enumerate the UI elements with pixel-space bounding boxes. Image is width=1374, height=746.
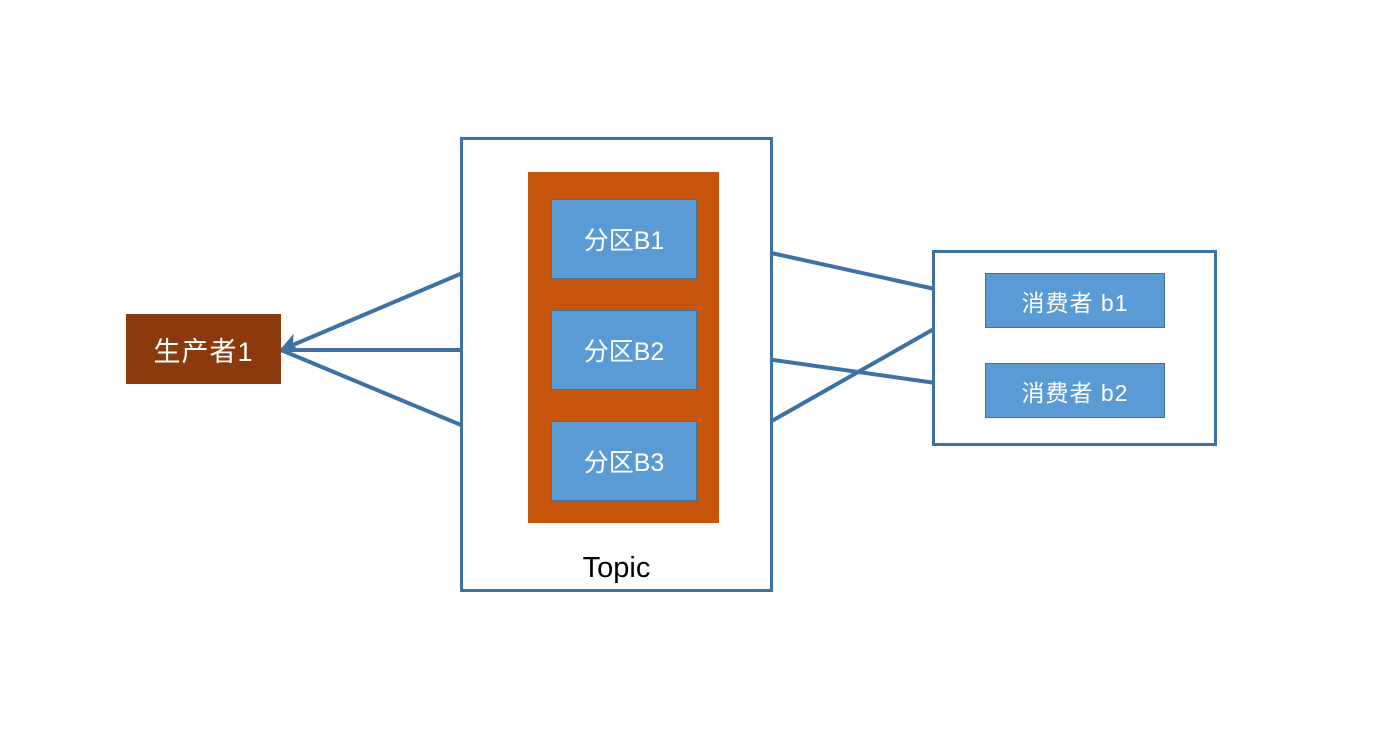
topic-label: Topic <box>582 552 651 584</box>
producer-label: 生产者1 <box>153 336 254 367</box>
consumer-label-b2: 消费者 b2 <box>1021 379 1129 406</box>
partition-node-b1[interactable]: 分区B1 <box>551 199 697 279</box>
partition-label-b3: 分区B3 <box>583 449 665 477</box>
partition-label-b1: 分区B1 <box>583 227 665 255</box>
consumer-node-b1[interactable]: 消费者 b1 <box>985 273 1165 328</box>
producer-node[interactable]: 生产者1 <box>126 314 281 384</box>
partition-label-b2: 分区B2 <box>583 338 665 366</box>
partition-node-b3[interactable]: 分区B3 <box>551 421 697 501</box>
consumer-label-b1: 消费者 b1 <box>1021 289 1129 316</box>
partition-node-b2[interactable]: 分区B2 <box>551 310 697 390</box>
consumer-node-b2[interactable]: 消费者 b2 <box>985 363 1165 418</box>
